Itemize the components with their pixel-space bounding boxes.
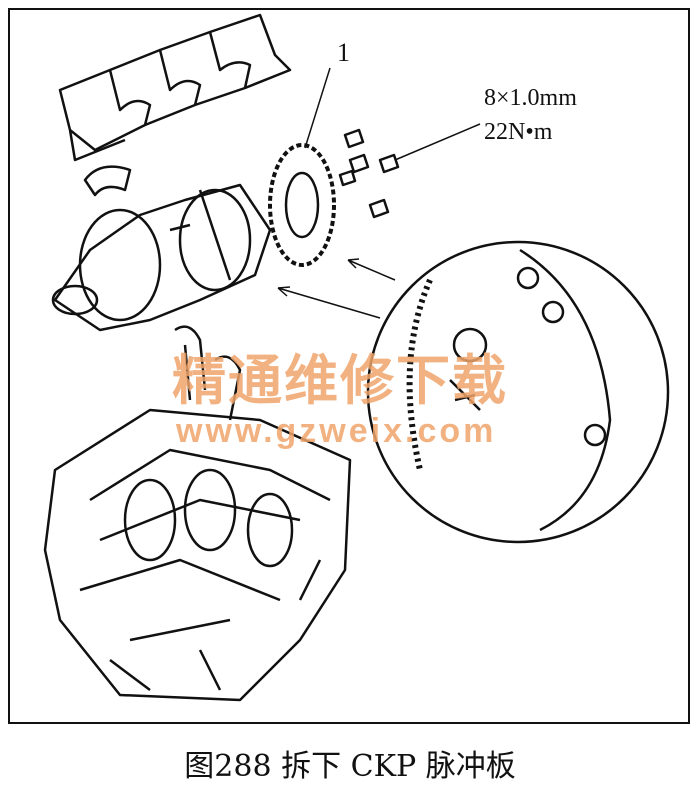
- bolts: [338, 123, 481, 219]
- watermark-text: 精通维修下载: [172, 349, 508, 412]
- connecting-rods: [174, 325, 242, 421]
- engine-diagram: [43, 13, 670, 702]
- crankshaft: [51, 183, 272, 332]
- detail-circle: [366, 240, 670, 544]
- diagram-frame: [8, 8, 690, 724]
- engine-block: [43, 408, 352, 702]
- bolt-size-label: 8×1.0mm: [484, 85, 577, 111]
- part-number-label: 1: [337, 38, 350, 67]
- watermark-url: www.gzweix.com: [176, 412, 497, 450]
- bearing-caps: [58, 13, 292, 197]
- ckp-pulse-plate: [268, 67, 336, 267]
- torque-label: 22N•m: [484, 119, 553, 145]
- arrows: [277, 258, 396, 319]
- figure-caption: 图288 拆下 CKP 脉冲板: [184, 749, 516, 784]
